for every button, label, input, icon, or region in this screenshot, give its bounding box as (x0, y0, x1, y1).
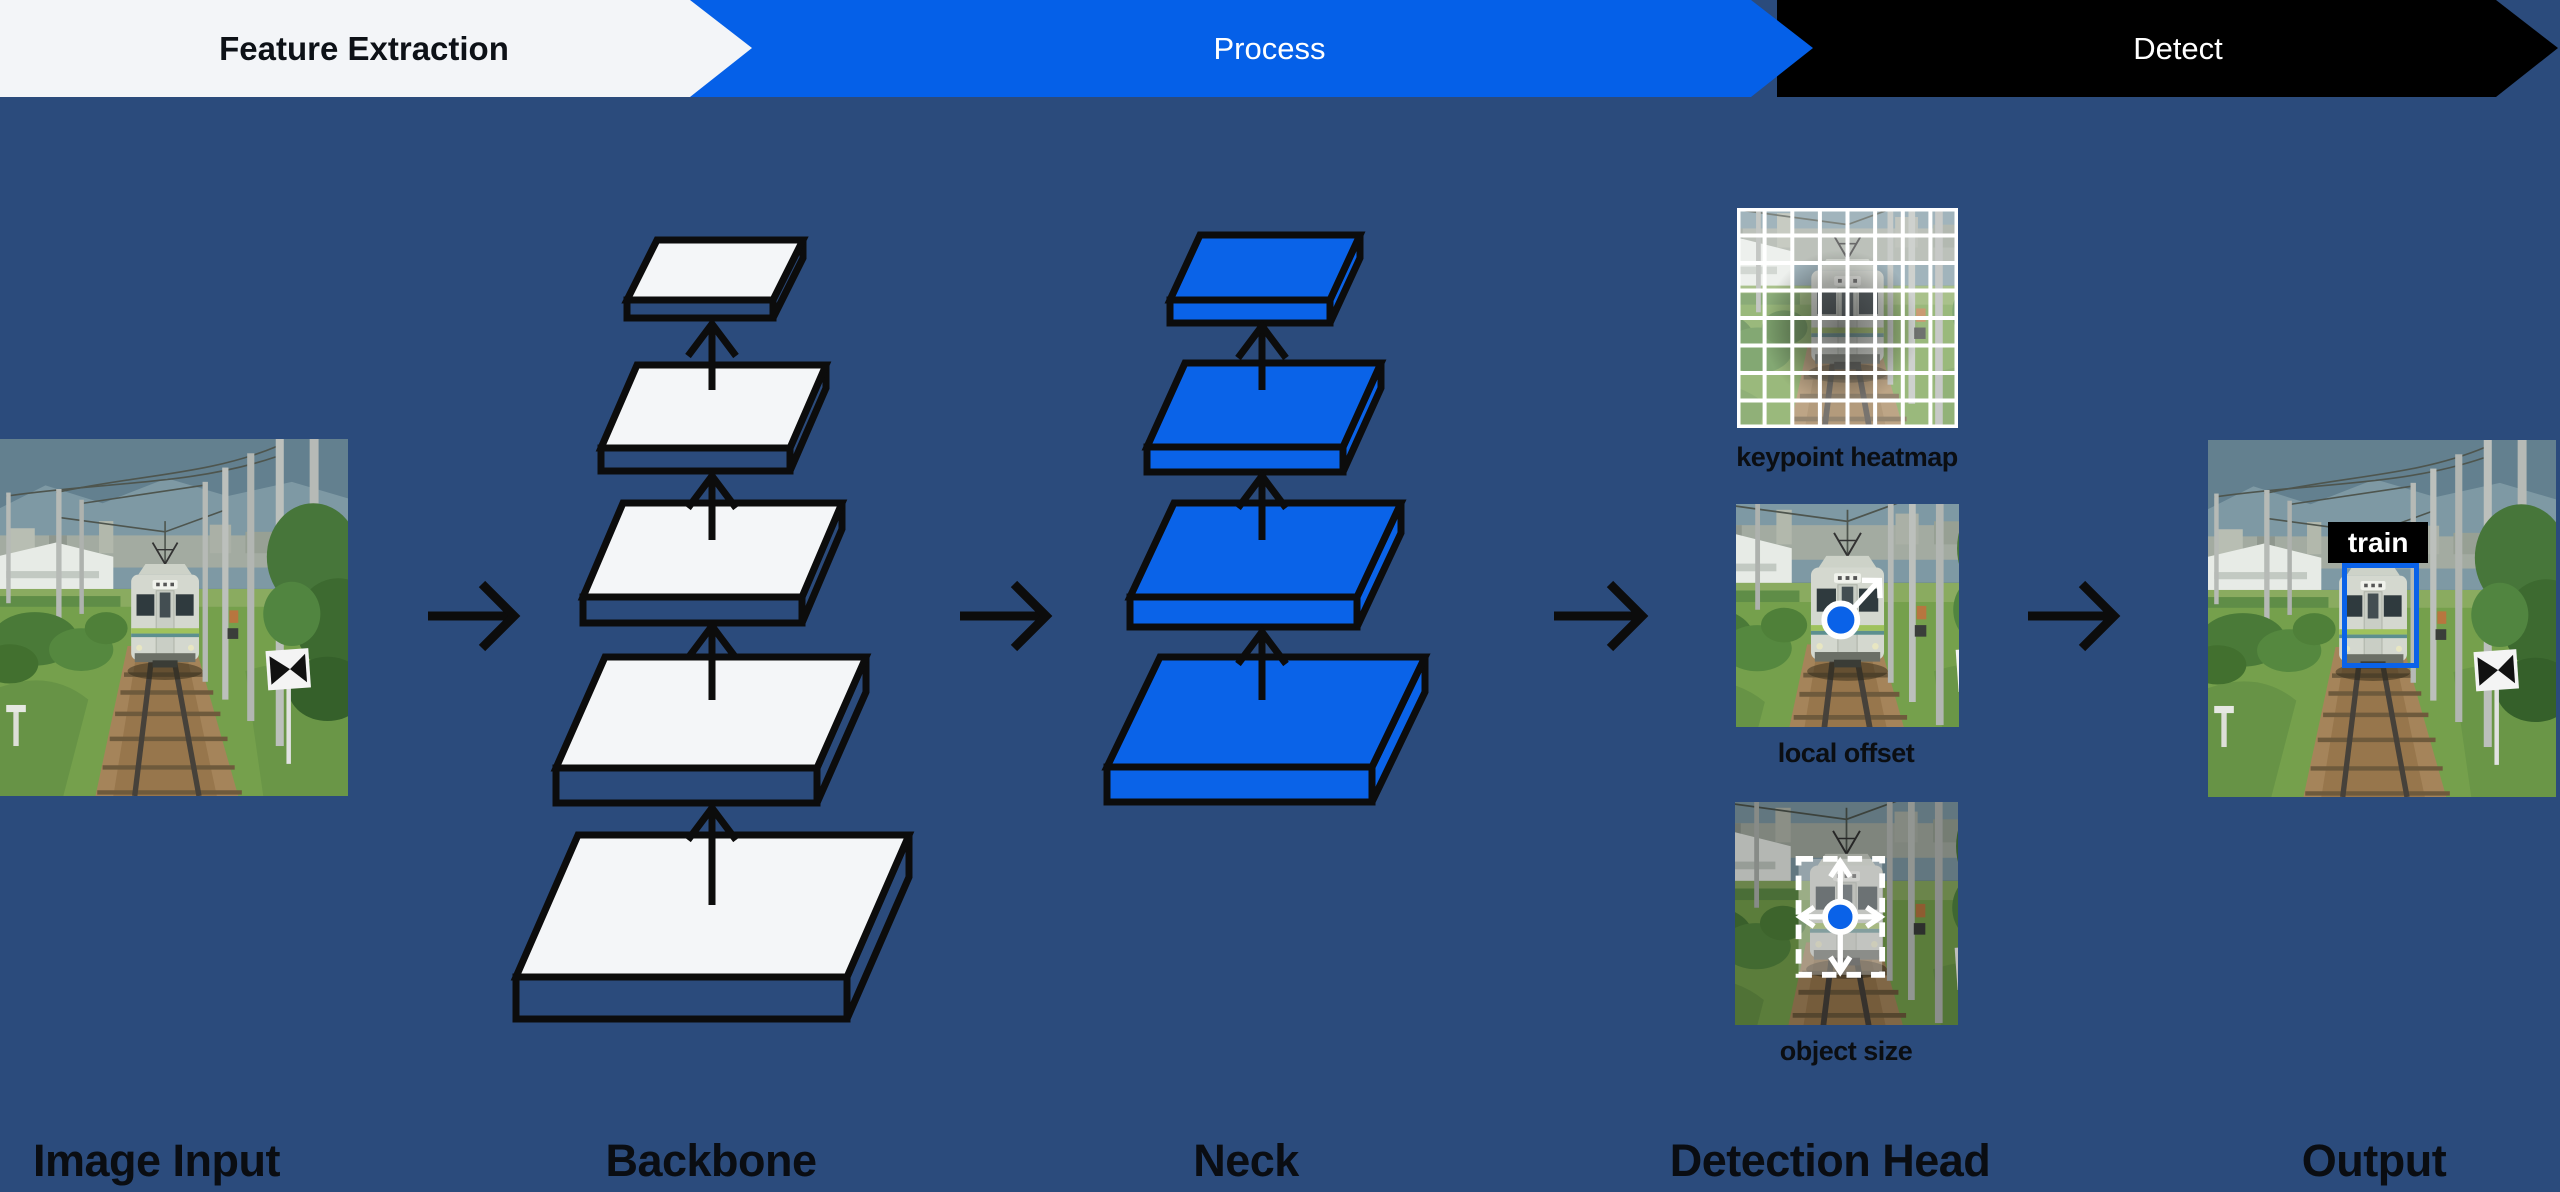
arrow-right-icon (428, 580, 521, 652)
backbone-layer (550, 653, 872, 807)
stage-label: Detect (2133, 30, 2223, 66)
arrow-up-icon (685, 470, 739, 540)
offset-arrow-icon (1849, 577, 1883, 612)
input-image (0, 439, 348, 796)
backbone-layer (595, 361, 832, 475)
stage-chevron-detect: Detect (1777, 0, 2558, 97)
center-point-icon (1822, 898, 1859, 935)
offset-marker-overlay (1821, 577, 1883, 640)
section-label-neck: Neck (1193, 1135, 1299, 1186)
keypoint-heatmap-image (1737, 208, 1958, 428)
local-offset-image (1736, 504, 1959, 727)
detection-class-label: train (2328, 522, 2428, 564)
stage-label: Feature Extraction (219, 29, 509, 67)
arrow-up-icon (685, 802, 739, 905)
neck-layer (1141, 359, 1387, 476)
arrow-up-icon (1828, 856, 1853, 903)
backbone-stack (510, 236, 915, 1023)
arrow-right-icon (1554, 580, 1649, 652)
local-offset-caption: local offset (1777, 738, 1915, 768)
backbone-up-arrows (685, 318, 739, 905)
arrow-right-icon (2028, 580, 2121, 652)
object-size-image (1735, 802, 1958, 1025)
keypoint-heatmap-caption: keypoint heatmap (1736, 442, 1958, 472)
neck-layer (1124, 499, 1407, 631)
arrow-up-icon (1235, 470, 1289, 540)
heatmap-grid-overlay (1737, 208, 1958, 428)
stage-chevron-feature-extraction: Feature Extraction (0, 0, 752, 97)
neck-layer (1164, 231, 1366, 327)
section-label-detection-head: Detection Head (1669, 1135, 1991, 1186)
detection-bounding-box (2341, 563, 2419, 669)
center-point-icon (1821, 600, 1861, 640)
neck-up-arrows (1235, 320, 1289, 700)
section-label-image-input: Image Input (33, 1135, 281, 1186)
stage-chevron-process: Process (690, 0, 1813, 97)
output-image: train (2208, 440, 2556, 797)
object-size-caption: object size (1779, 1036, 1913, 1066)
arrow-up-icon (1235, 320, 1289, 390)
backbone-layer (577, 499, 848, 627)
arrow-up-icon (1235, 626, 1289, 700)
backbone-layer (510, 831, 915, 1023)
stage-label: Process (1213, 30, 1326, 66)
neck-layer (1101, 653, 1431, 806)
train-photo (0, 439, 348, 796)
neck-stack (1101, 231, 1431, 806)
backbone-layer (621, 236, 809, 322)
section-label-backbone: Backbone (605, 1135, 817, 1186)
arrow-up-icon (685, 620, 739, 700)
arrow-up-icon (685, 318, 739, 390)
section-label-output: Output (2301, 1135, 2447, 1186)
arrow-down-icon (1828, 931, 1853, 977)
arrow-right-icon (960, 580, 1053, 652)
size-box-overlay (1735, 802, 1958, 1025)
